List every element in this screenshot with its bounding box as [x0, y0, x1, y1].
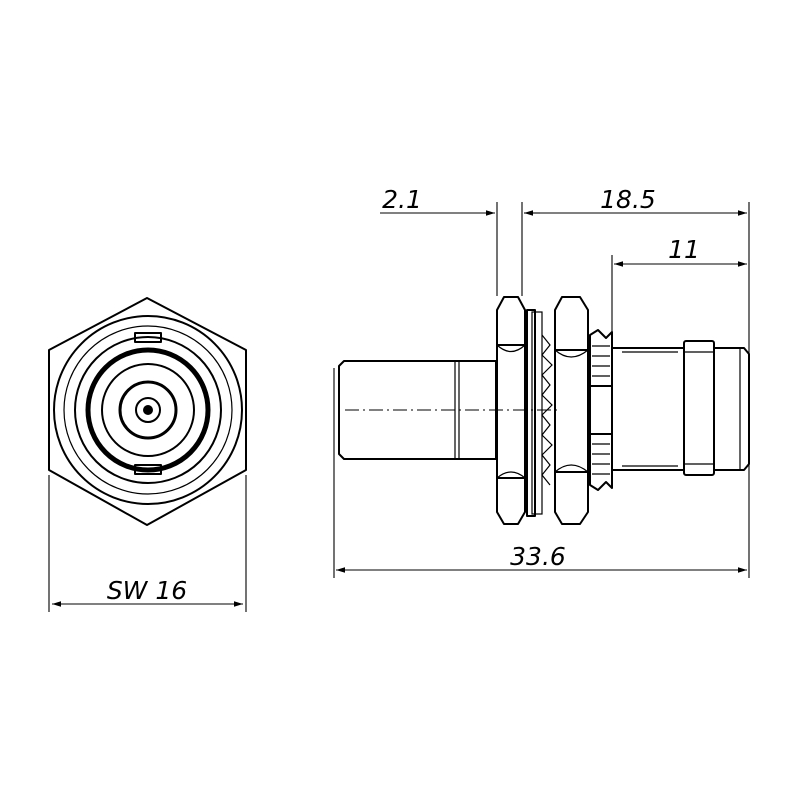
- bayonet-collar: [683, 340, 715, 476]
- rear-length-label: 11: [668, 235, 700, 264]
- overall-length-dimension: 33.6: [333, 368, 747, 578]
- body-length-dimension: 18.5: [524, 185, 750, 578]
- front-view: [48, 297, 247, 526]
- bayonet-pin-top: [134, 332, 162, 343]
- body-length-label: 18.5: [600, 185, 656, 214]
- thread: [589, 329, 613, 491]
- washer-ring: [53, 315, 243, 505]
- front-hex-nut: [496, 296, 526, 525]
- dielectric-ring: [118, 380, 178, 440]
- center-pin-hole: [143, 405, 153, 415]
- rear-hex-nut: [554, 296, 589, 525]
- flange-thickness-label: 2.1: [382, 185, 422, 214]
- thread-ring: [63, 325, 233, 495]
- side-view: [338, 296, 750, 525]
- wrench-size-label: SW 16: [107, 576, 187, 605]
- bnc-shell: [74, 336, 222, 484]
- rear-bnc-body: [611, 347, 685, 471]
- rear-length-dimension: 11: [611, 235, 747, 340]
- flange-thickness-dimension: 2.1: [380, 185, 540, 296]
- wrench-size-dimension: SW 16: [48, 475, 247, 612]
- lock-washer: [526, 309, 536, 517]
- center-pin: [135, 397, 161, 423]
- insulator: [101, 363, 195, 457]
- overall-length-label: 33.6: [510, 542, 566, 571]
- hex-nut-outline: [48, 297, 247, 526]
- outer-contact: [85, 347, 211, 473]
